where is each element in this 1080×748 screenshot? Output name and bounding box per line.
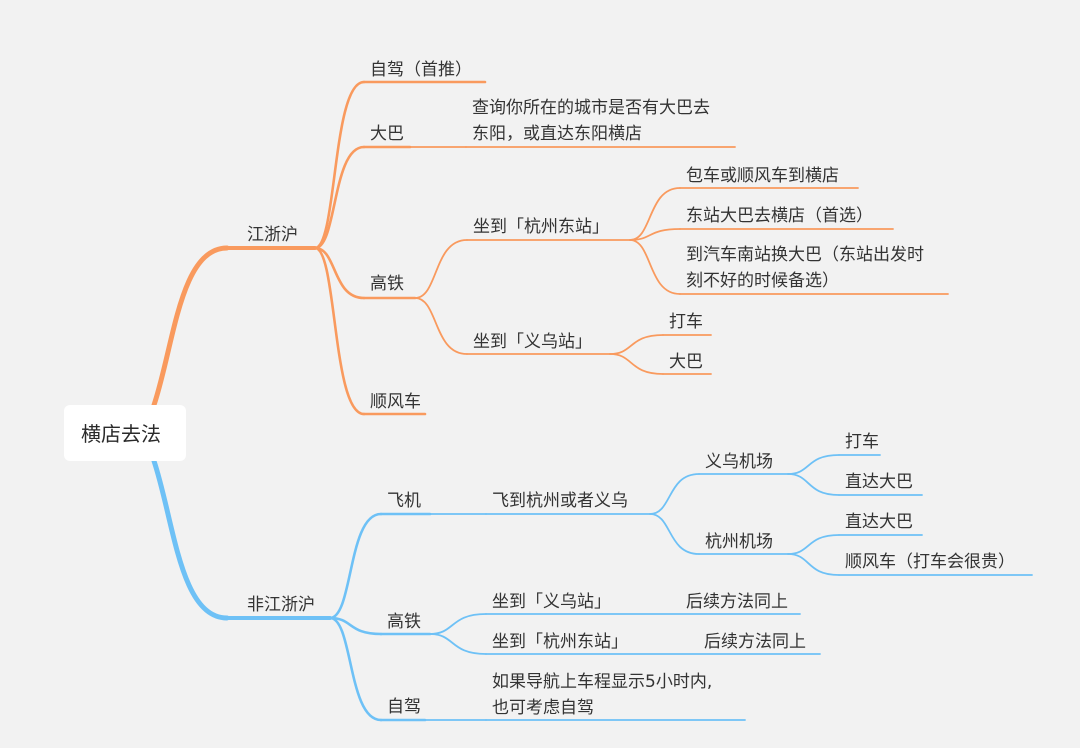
node-fly[interactable]: 飞到杭州或者义乌 <box>492 491 628 511</box>
node-label: 顺风车 <box>370 392 421 412</box>
node-g2-hz-1[interactable]: 后续方法同上 <box>704 632 806 652</box>
node-label: 义乌机场 <box>705 452 773 472</box>
node-yiwu-st[interactable]: 坐到「义乌站」 <box>473 332 592 352</box>
mind-map-nodes: 横店去法 江浙沪 自驾（首推） 大巴 查询你所在的城市是否有大巴去东阳，或直达东阳横店高… <box>64 60 1015 718</box>
node-yiwu-air[interactable]: 义乌机场 <box>705 452 773 472</box>
node-label: 高铁 <box>387 612 421 632</box>
branch-feijiangzhehu[interactable]: 非江浙沪 <box>247 595 315 615</box>
node-label: 坐到「杭州东站」 <box>473 217 609 237</box>
connector-hz-east-3 <box>629 239 681 295</box>
connector-shunfeng1 <box>313 246 366 416</box>
node-zijia2-note[interactable]: 如果导航上车程显示5小时内, 也可考虑自驾 <box>492 672 712 718</box>
connector-yiwu-st-1 <box>609 334 664 355</box>
branch-jiangzhehu[interactable]: 江浙沪 <box>247 225 298 245</box>
node-label: 顺风车（打车会很贵） <box>845 552 1015 572</box>
connector-yiwu-air <box>649 473 700 515</box>
node-hz-air-2[interactable]: 顺风车（打车会很贵） <box>845 552 1015 572</box>
node-label: 自驾 <box>387 697 421 717</box>
node-zijia1[interactable]: 自驾（首推） <box>370 60 472 80</box>
connector-g2-yiwu <box>429 613 487 635</box>
connector-yiwu-air-2 <box>787 473 840 496</box>
node-hz-east-1[interactable]: 包车或顺风车到横店 <box>686 166 839 186</box>
connector-yiwu-air-1 <box>787 454 840 475</box>
node-hz-east[interactable]: 坐到「杭州东站」 <box>473 217 609 237</box>
node-label: 自驾（首推） <box>370 60 472 80</box>
connector-feijiangzhehu <box>151 458 230 621</box>
connector-jiangzhehu <box>151 245 230 408</box>
node-label: 打车 <box>845 432 879 452</box>
node-zijia2[interactable]: 自驾 <box>387 697 421 717</box>
connector-g2-hz <box>429 633 487 655</box>
node-label: 直达大巴 <box>845 512 913 532</box>
node-yiwu-air-2[interactable]: 直达大巴 <box>845 472 913 492</box>
node-label: 查询你所在的城市是否有大巴去 <box>472 98 710 118</box>
connector-hz-air <box>649 513 700 555</box>
branch-label: 非江浙沪 <box>247 595 315 615</box>
node-label: 杭州机场 <box>705 532 773 552</box>
node-label: 东阳，或直达东阳横店 <box>472 124 642 144</box>
connector-yiwu-st-2 <box>609 353 664 375</box>
node-hz-air-1[interactable]: 直达大巴 <box>845 512 913 532</box>
root-node-label: 横店去法 <box>81 422 161 446</box>
branch-label: 江浙沪 <box>247 225 298 245</box>
node-shunfeng1[interactable]: 顺风车 <box>370 392 421 412</box>
node-feiji[interactable]: 飞机 <box>387 491 421 511</box>
node-label: 坐到「义乌站」 <box>492 592 611 612</box>
node-label: 坐到「杭州东站」 <box>492 632 628 652</box>
node-g2-yiwu-1[interactable]: 后续方法同上 <box>686 592 788 612</box>
connector-lines <box>151 80 1033 722</box>
connector-hz-air-1 <box>787 534 840 555</box>
node-yiwu-st-2[interactable]: 大巴 <box>669 352 703 372</box>
node-daba1[interactable]: 大巴 <box>370 124 404 144</box>
connector-hz-east-2 <box>629 228 681 241</box>
node-label: 飞到杭州或者义乌 <box>492 491 628 511</box>
node-label: 后续方法同上 <box>686 592 788 612</box>
connector-hz-east-1 <box>629 187 681 241</box>
node-g2-hz[interactable]: 坐到「杭州东站」 <box>492 632 628 652</box>
connector-zijia1 <box>313 80 366 250</box>
node-label: 包车或顺风车到横店 <box>686 166 839 186</box>
root-node[interactable]: 横店去法 <box>64 405 186 461</box>
connector-hz-east <box>414 239 468 299</box>
node-label: 高铁 <box>370 274 404 294</box>
node-label: 打车 <box>669 312 703 332</box>
node-label: 后续方法同上 <box>704 632 806 652</box>
root-node-box <box>64 405 186 461</box>
connector-zijia2 <box>328 616 383 722</box>
node-label: 也可考虑自驾 <box>492 698 594 718</box>
node-label: 大巴 <box>370 124 404 144</box>
node-label: 东站大巴去横店（首选） <box>686 206 873 226</box>
node-hz-air[interactable]: 杭州机场 <box>705 532 773 552</box>
node-label: 如果导航上车程显示5小时内, <box>492 672 712 692</box>
node-label: 刻不好的时候备选） <box>686 271 839 291</box>
node-label: 到汽车南站换大巴（东站出发时 <box>686 245 924 265</box>
node-g2-yiwu[interactable]: 坐到「义乌站」 <box>492 592 611 612</box>
node-gaotie1[interactable]: 高铁 <box>370 274 404 294</box>
node-yiwu-air-1[interactable]: 打车 <box>845 432 879 452</box>
connector-gaotie1 <box>313 246 366 300</box>
connector-yiwu-st <box>414 297 468 355</box>
node-yiwu-st-1[interactable]: 打车 <box>669 312 703 332</box>
node-label: 大巴 <box>669 352 703 372</box>
node-label: 坐到「义乌站」 <box>473 332 592 352</box>
connector-feiji <box>328 512 383 620</box>
connector-hz-air-2 <box>787 553 840 576</box>
node-hz-east-2[interactable]: 东站大巴去横店（首选） <box>686 206 873 226</box>
connector-gaotie2 <box>328 616 383 636</box>
node-gaotie2[interactable]: 高铁 <box>387 612 421 632</box>
node-label: 飞机 <box>387 491 421 511</box>
node-label: 直达大巴 <box>845 472 913 492</box>
connector-daba1 <box>313 145 366 250</box>
